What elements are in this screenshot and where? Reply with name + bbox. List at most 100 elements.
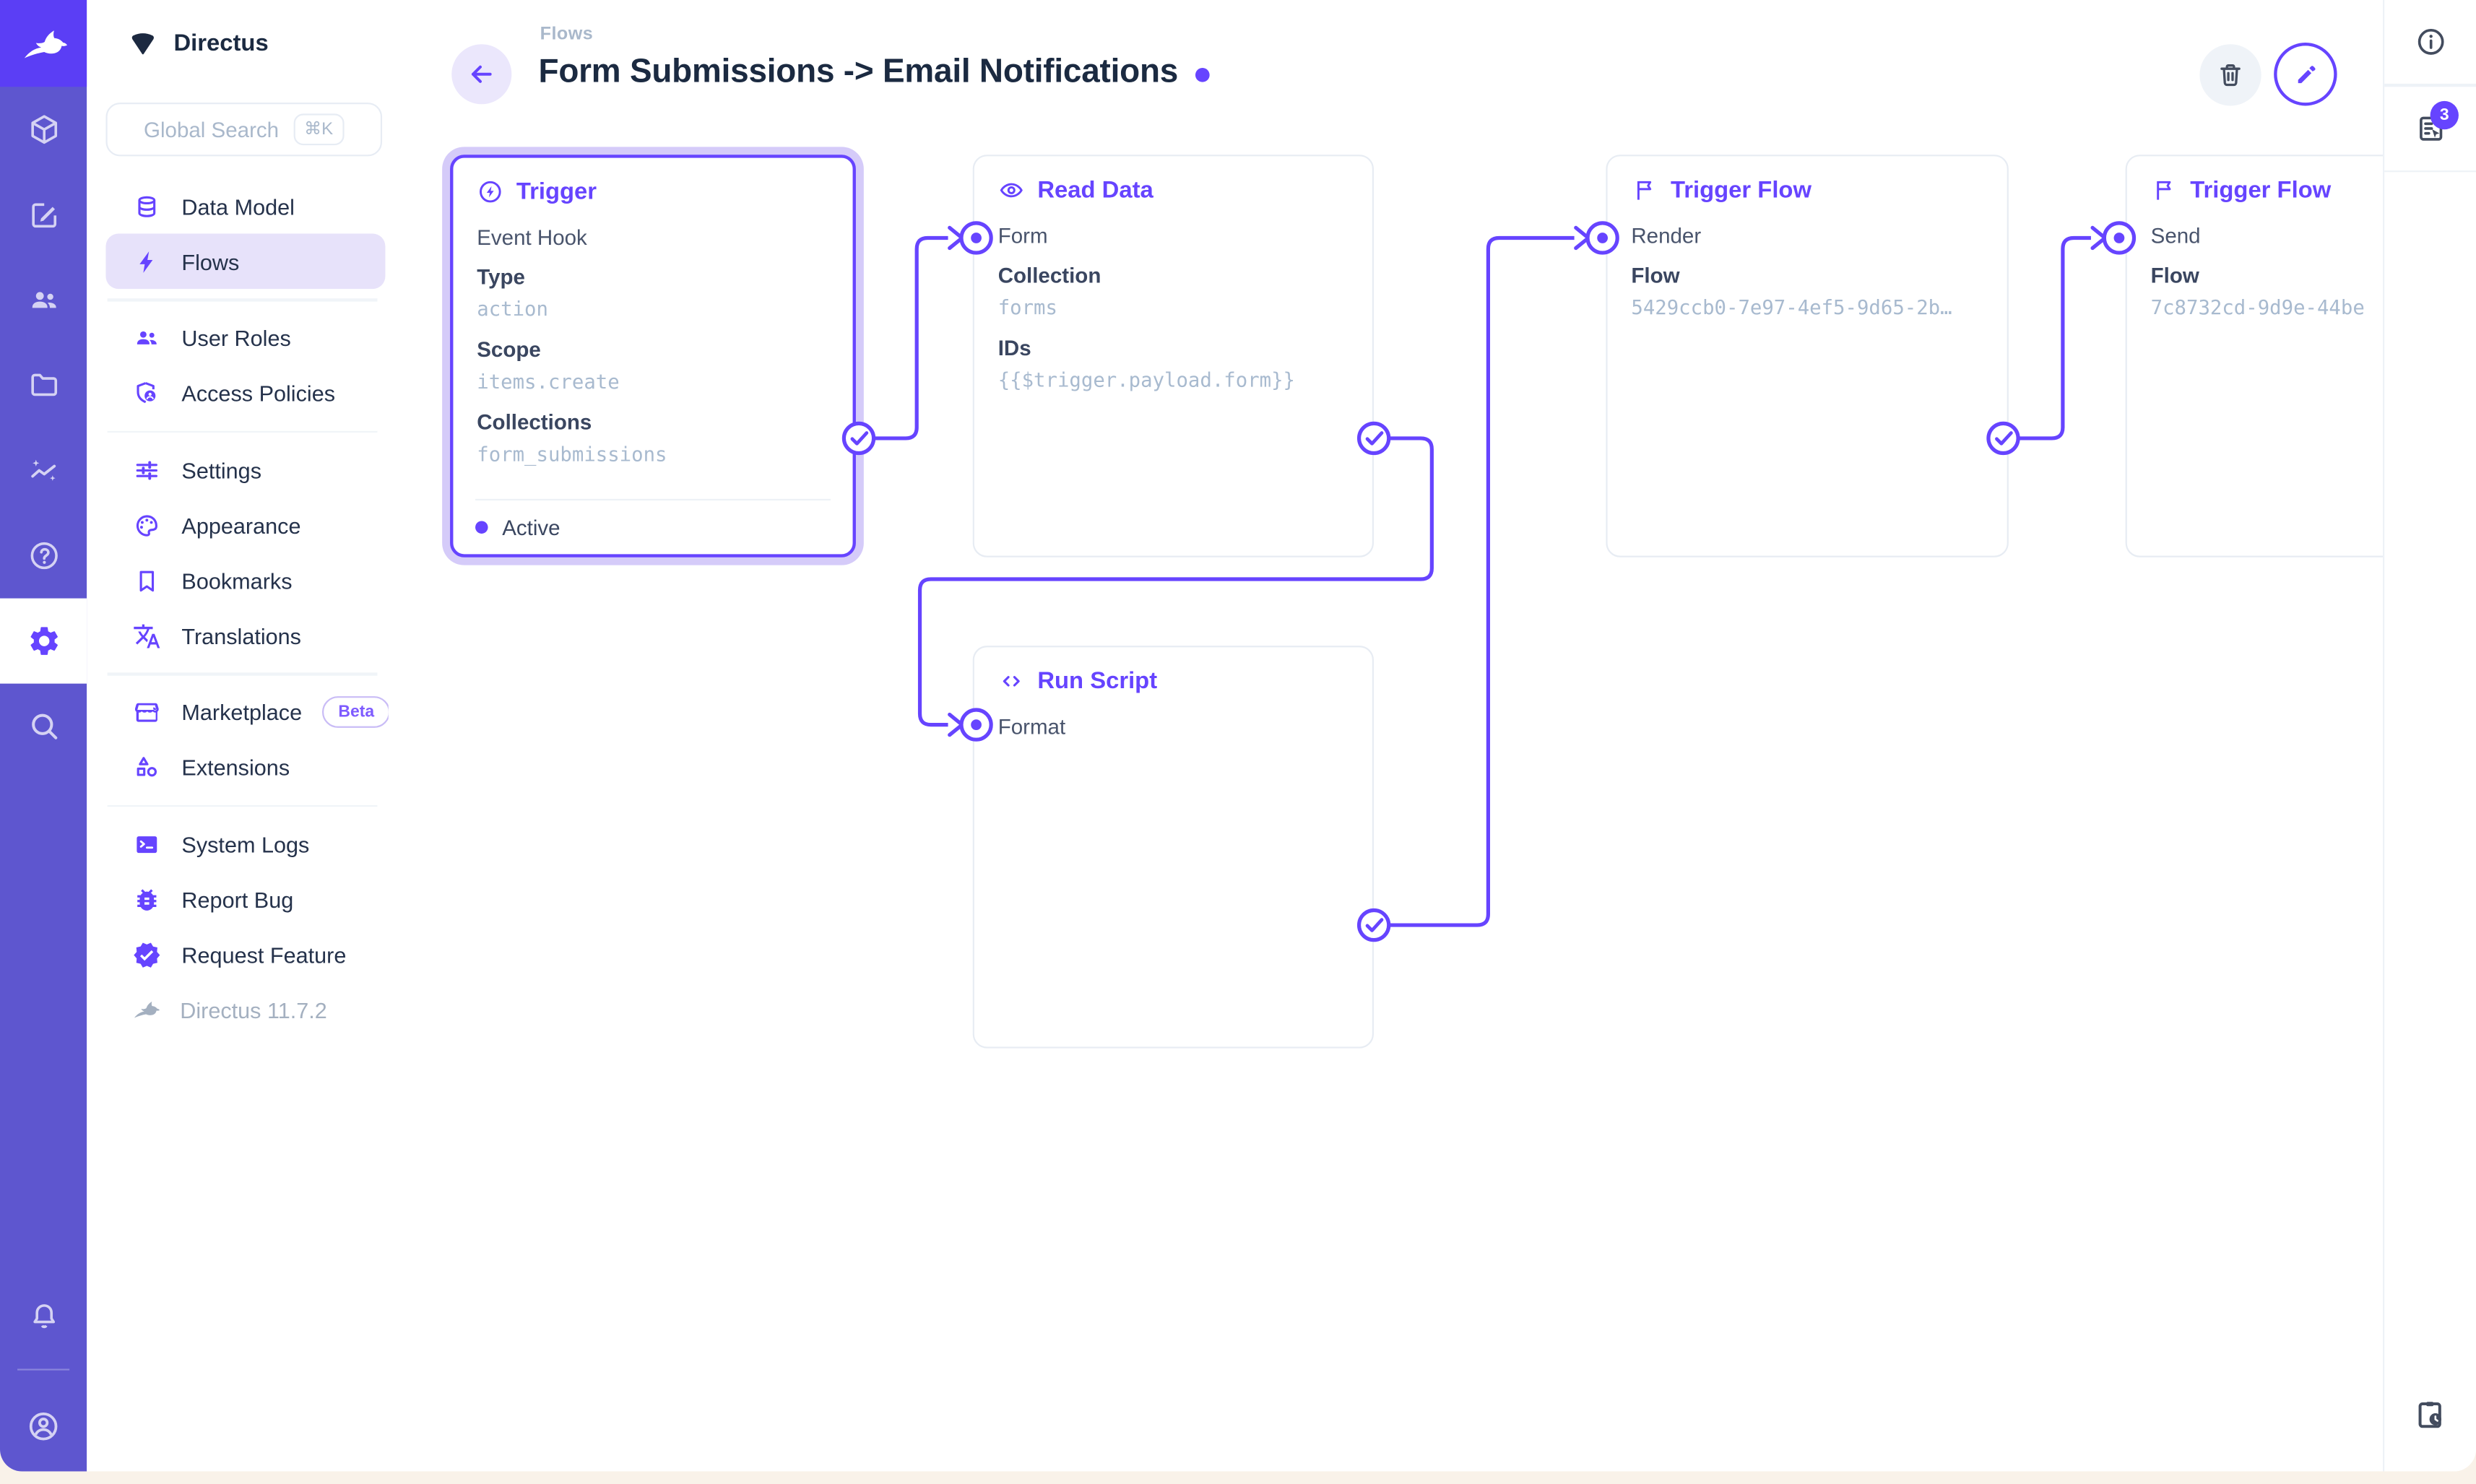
sidebar-item-access-policies[interactable]: Access Policies: [105, 365, 385, 421]
divider: [107, 804, 378, 807]
module-content[interactable]: [0, 87, 87, 172]
sidebar-item-request-feature[interactable]: Request Feature: [105, 927, 385, 982]
sidebar-item-label: Report Bug: [181, 886, 294, 912]
gear-icon: [30, 627, 57, 655]
version-info: Directus 11.7.2: [105, 982, 386, 1038]
sidebar-item-flows[interactable]: Flows: [105, 233, 386, 290]
flow-panel-trigger-flow-send[interactable]: Trigger Flow Send Flow 7c8732cd-9d9e-44b…: [2125, 155, 2384, 557]
operation-name: Format: [997, 715, 1066, 739]
shield-person-icon: [137, 382, 156, 404]
field-label: Collection: [997, 264, 1101, 287]
trash-icon: [2220, 64, 2241, 87]
delete-flow-button[interactable]: [2199, 44, 2261, 106]
sidebar-item-data-model[interactable]: Data Model: [105, 178, 385, 234]
status-dot: [475, 521, 488, 534]
project-chooser[interactable]: Directus: [105, 0, 386, 87]
account-button[interactable]: [0, 1380, 87, 1472]
status-label: Active: [502, 515, 560, 539]
logs-count-badge: 3: [2430, 100, 2459, 129]
rabbit-icon: [134, 1001, 160, 1018]
people-icon: [31, 292, 56, 308]
breadcrumb[interactable]: Flows: [540, 25, 594, 45]
sidebar-item-translations[interactable]: Translations: [105, 608, 385, 664]
panel-title: Read Data: [1037, 176, 1153, 204]
module-editor[interactable]: [0, 172, 87, 257]
flow-panel-trigger[interactable]: Trigger Event Hook Type action Scope ite…: [450, 155, 856, 557]
right-sidebar: 3: [2383, 0, 2476, 1472]
info-button[interactable]: [2384, 0, 2476, 84]
flow-panel-read-data[interactable]: Read Data Form Collection forms IDs {{$t…: [972, 155, 1375, 557]
sidebar-item-label: Settings: [181, 456, 262, 482]
trigger-bolt-icon: [480, 181, 501, 203]
sidebar-item-label: Access Policies: [181, 380, 336, 406]
wire-render-to-send: [2017, 235, 2091, 441]
sidebar-item-system-logs[interactable]: System Logs: [105, 816, 385, 872]
back-button[interactable]: [451, 44, 512, 105]
module-settings[interactable]: [0, 598, 87, 684]
shapes-icon: [137, 757, 157, 777]
pending-revisions-button[interactable]: [2384, 1372, 2476, 1456]
sidebar-item-user-roles[interactable]: User Roles: [105, 311, 385, 366]
flow-canvas: Flows Form Submissions -> Email Notifica…: [388, 0, 2384, 1472]
notifications-bell[interactable]: [0, 1274, 87, 1359]
sidebar-item-marketplace[interactable]: Marketplace Beta: [105, 685, 391, 740]
field-label: Flow: [2150, 264, 2199, 287]
verified-badge-icon: [134, 942, 160, 967]
module-help[interactable]: [0, 513, 87, 599]
trigger-subtitle: Event Hook: [477, 225, 587, 250]
panel-title: Trigger Flow: [1671, 176, 1812, 204]
field-value: action: [477, 297, 548, 321]
sidebar-item-extensions[interactable]: Extensions: [105, 739, 385, 795]
divider: [2384, 83, 2476, 87]
module-insights[interactable]: [0, 428, 87, 513]
search-icon: [31, 713, 57, 739]
sidebar-item-report-bug[interactable]: Report Bug: [105, 872, 385, 927]
flow-panel-trigger-flow-render[interactable]: Trigger Flow Render Flow 5429ccb0-7e97-4…: [1606, 155, 2009, 557]
field-value: 7c8732cd-9d9e-44be: [2150, 295, 2365, 319]
field-label: Type: [477, 265, 525, 290]
sidebar-item-settings[interactable]: Settings: [105, 442, 385, 498]
flow-color-dot: [1195, 66, 1210, 82]
panel-title: Trigger: [516, 178, 597, 206]
operation-name: Form: [997, 224, 1048, 248]
page-title: Form Submissions -> Email Notifications: [538, 53, 1179, 90]
module-users[interactable]: [0, 257, 87, 342]
beta-badge: Beta: [322, 696, 391, 728]
trigger-status: Active: [475, 498, 831, 555]
arrowhead-icon: [948, 712, 964, 737]
edit-square-icon: [31, 203, 56, 228]
terminal-icon: [137, 836, 157, 853]
people-icon: [137, 331, 157, 344]
field-label: Flow: [1631, 264, 1680, 287]
edit-flow-button[interactable]: [2274, 43, 2337, 106]
rail-divider: [17, 1368, 70, 1371]
divider: [107, 430, 378, 433]
search-placeholder: Global Search: [144, 117, 280, 142]
project-name: Directus: [173, 30, 269, 57]
module-bar: [0, 0, 87, 1472]
module-files[interactable]: [0, 342, 87, 428]
folder-icon: [30, 373, 56, 396]
clipboard-clock-icon: [2418, 1401, 2442, 1428]
flow-panel-run-script[interactable]: Run Script Format: [972, 646, 1375, 1049]
field-value: items.create: [477, 369, 620, 394]
panel-title: Trigger Flow: [2190, 176, 2332, 204]
logs-button[interactable]: 3: [2384, 86, 2476, 170]
sidebar-item-appearance[interactable]: Appearance: [105, 498, 385, 553]
code-icon: [1003, 676, 1020, 687]
flag-icon: [2157, 181, 2171, 200]
field-label: Scope: [477, 337, 541, 362]
global-search-input[interactable]: Global Search ⌘K: [105, 103, 383, 157]
rabbit-icon: [23, 30, 66, 58]
field-value: {{$trigger.payload.form}}: [997, 368, 1296, 392]
module-search[interactable]: [0, 684, 87, 769]
divider: [107, 298, 378, 301]
sidebar-item-bookmarks[interactable]: Bookmarks: [105, 552, 385, 608]
sidebar-item-label: System Logs: [181, 831, 310, 857]
operation-name: Send: [2150, 224, 2201, 248]
database-icon: [138, 195, 156, 217]
version-label: Directus 11.7.2: [180, 997, 327, 1023]
sidebar-item-label: Translations: [181, 622, 302, 648]
directus-logo[interactable]: [0, 0, 87, 87]
